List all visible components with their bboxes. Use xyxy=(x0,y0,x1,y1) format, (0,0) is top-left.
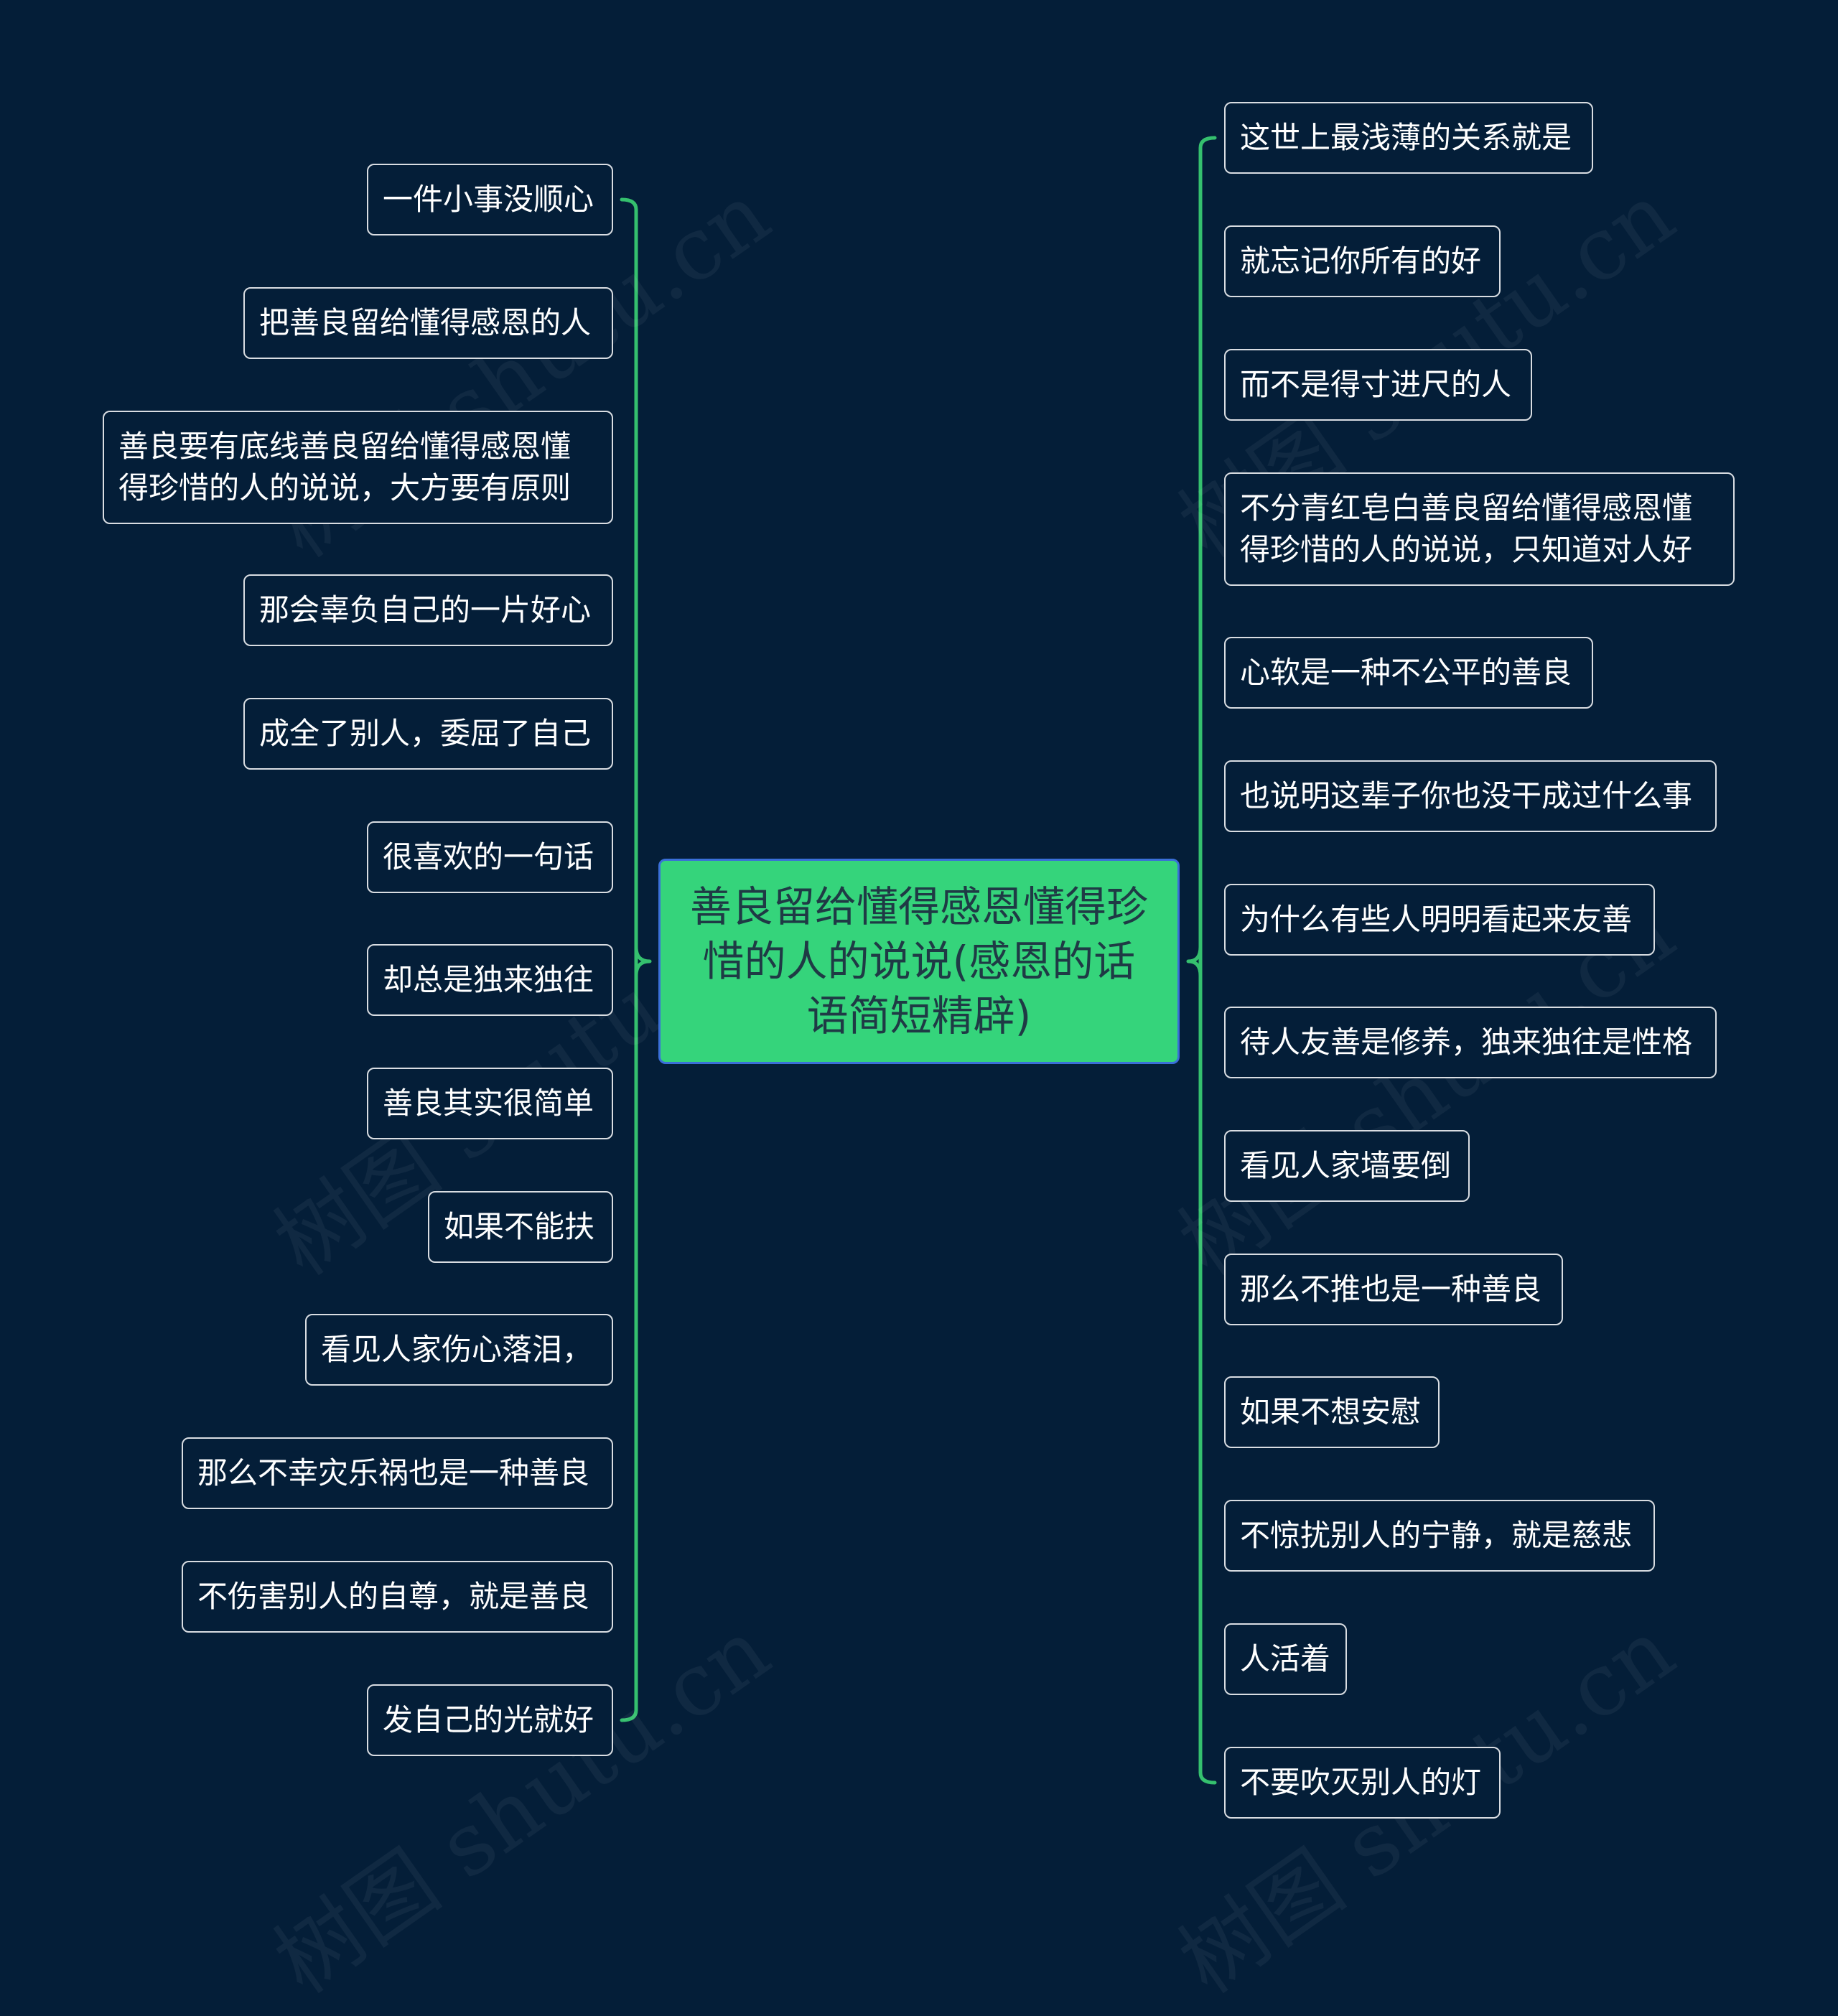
right-node-label: 人活着 xyxy=(1240,1641,1331,1676)
left-node-label: 却总是独来独往 xyxy=(383,962,594,997)
left-node-9[interactable]: 如果不能扶 xyxy=(428,1191,613,1263)
right-node-11[interactable]: 如果不想安慰 xyxy=(1224,1376,1440,1448)
left-node-label: 善良要有底线善良留给懂得感恩懂得珍惜的人的说说，大方要有原则 xyxy=(118,429,572,505)
left-node-3[interactable]: 善良要有底线善良留给懂得感恩懂得珍惜的人的说说，大方要有原则 xyxy=(103,411,613,524)
left-connector xyxy=(620,197,652,1722)
central-topic[interactable]: 善良留给懂得感恩懂得珍惜的人的说说(感恩的话语简短精辟) xyxy=(658,859,1180,1064)
right-node-3[interactable]: 而不是得寸进尺的人 xyxy=(1224,349,1532,421)
right-node-label: 就忘记你所有的好 xyxy=(1240,243,1482,279)
left-node-1[interactable]: 一件小事没顺心 xyxy=(367,164,613,235)
central-topic-label: 善良留给懂得感恩懂得珍惜的人的说说(感恩的话语简短精辟) xyxy=(689,882,1148,1040)
right-node-9[interactable]: 看见人家墙要倒 xyxy=(1224,1130,1470,1202)
right-node-14[interactable]: 不要吹灭别人的灯 xyxy=(1224,1747,1501,1819)
left-node-10[interactable]: 看见人家伤心落泪， xyxy=(305,1314,613,1386)
right-node-label: 也说明这辈子你也没干成过什么事 xyxy=(1240,778,1693,813)
left-node-label: 善良其实很简单 xyxy=(383,1086,594,1121)
right-node-label: 这世上最浅薄的关系就是 xyxy=(1240,120,1572,155)
right-node-label: 不分青红皂白善良留给懂得感恩懂得珍惜的人的说说，只知道对人好 xyxy=(1240,490,1693,567)
right-node-label: 如果不想安慰 xyxy=(1240,1394,1422,1429)
right-connector xyxy=(1186,136,1217,1785)
left-node-label: 那会辜负自己的一片好心 xyxy=(259,592,592,627)
right-node-label: 不要吹灭别人的灯 xyxy=(1240,1765,1482,1800)
left-node-label: 看见人家伤心落泪， xyxy=(321,1332,593,1367)
right-node-5[interactable]: 心软是一种不公平的善良 xyxy=(1224,637,1593,709)
right-node-7[interactable]: 为什么有些人明明看起来友善 xyxy=(1224,884,1655,956)
right-node-label: 心软是一种不公平的善良 xyxy=(1240,655,1572,690)
right-node-1[interactable]: 这世上最浅薄的关系就是 xyxy=(1224,102,1593,174)
left-node-label: 成全了别人，委屈了自己 xyxy=(259,716,592,751)
left-node-label: 很喜欢的一句话 xyxy=(383,839,594,874)
right-node-6[interactable]: 也说明这辈子你也没干成过什么事 xyxy=(1224,760,1717,832)
left-node-8[interactable]: 善良其实很简单 xyxy=(367,1068,613,1139)
left-node-11[interactable]: 那么不幸灾乐祸也是一种善良 xyxy=(182,1437,613,1509)
left-node-4[interactable]: 那会辜负自己的一片好心 xyxy=(243,574,613,646)
right-node-label: 为什么有些人明明看起来友善 xyxy=(1240,902,1633,937)
right-node-8[interactable]: 待人友善是修养，独来独往是性格 xyxy=(1224,1007,1717,1078)
left-node-label: 发自己的光就好 xyxy=(383,1702,594,1737)
right-node-label: 那么不推也是一种善良 xyxy=(1240,1271,1542,1307)
mindmap-canvas: 树图 shutu.cn 树图 shutu.cn 树图 shutu.cn 树图 s… xyxy=(103,102,1735,2012)
left-node-label: 把善良留给懂得感恩的人 xyxy=(259,305,592,340)
left-node-label: 那么不幸灾乐祸也是一种善良 xyxy=(197,1455,590,1490)
left-node-label: 如果不能扶 xyxy=(444,1209,595,1244)
right-node-label: 不惊扰别人的宁静，就是慈悲 xyxy=(1240,1518,1633,1553)
left-node-label: 一件小事没顺心 xyxy=(383,182,594,217)
left-node-2[interactable]: 把善良留给懂得感恩的人 xyxy=(243,287,613,359)
left-node-13[interactable]: 发自己的光就好 xyxy=(367,1684,613,1756)
connector-lines xyxy=(620,136,1217,1785)
left-node-label: 不伤害别人的自尊，就是善良 xyxy=(197,1579,590,1614)
left-node-6[interactable]: 很喜欢的一句话 xyxy=(367,821,613,893)
right-node-label: 而不是得寸进尺的人 xyxy=(1240,367,1512,402)
right-node-10[interactable]: 那么不推也是一种善良 xyxy=(1224,1254,1563,1325)
right-node-4[interactable]: 不分青红皂白善良留给懂得感恩懂得珍惜的人的说说，只知道对人好 xyxy=(1224,472,1735,586)
right-node-label: 看见人家墙要倒 xyxy=(1240,1148,1452,1183)
left-node-7[interactable]: 却总是独来独往 xyxy=(367,944,613,1016)
left-node-12[interactable]: 不伤害别人的自尊，就是善良 xyxy=(182,1561,613,1633)
right-node-label: 待人友善是修养，独来独往是性格 xyxy=(1240,1025,1693,1060)
right-node-2[interactable]: 就忘记你所有的好 xyxy=(1224,225,1501,297)
left-node-5[interactable]: 成全了别人，委屈了自己 xyxy=(243,698,613,770)
right-node-12[interactable]: 不惊扰别人的宁静，就是慈悲 xyxy=(1224,1500,1655,1572)
right-node-13[interactable]: 人活着 xyxy=(1224,1623,1347,1695)
